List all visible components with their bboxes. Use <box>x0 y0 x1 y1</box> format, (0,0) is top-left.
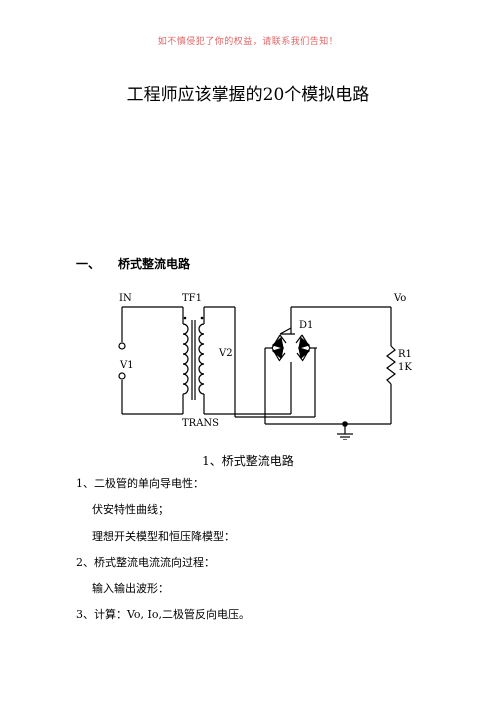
input-source-v1 <box>118 306 183 415</box>
label-tf1: TF1 <box>182 293 202 304</box>
list-subitem: 理想开关模型和恒压降模型： <box>92 530 235 543</box>
label-v2: V2 <box>218 348 233 359</box>
figure-caption: 1、桥式整流电路 <box>202 454 294 468</box>
transformer-tf1 <box>182 307 205 414</box>
bridge-rectifier-circuit-diagram: IN TF1 Vo D1 V1 V2 R1 1K TRANS <box>118 293 412 440</box>
document-title: 工程师应该掌握的20个模拟电路 <box>126 85 370 105</box>
resistor-r1 <box>386 345 396 385</box>
label-r1: R1 <box>398 349 412 360</box>
section-number: 一、 <box>76 257 101 271</box>
ground-symbol <box>337 421 353 440</box>
list-item: 1、二极管的单向导电性： <box>76 477 204 490</box>
list-subitem: 伏安特性曲线； <box>92 503 169 516</box>
section-heading: 一、 桥式整流电路 <box>76 255 190 272</box>
list-item: 2、桥式整流电流流向过程： <box>76 556 215 569</box>
diode-bridge-d1 <box>265 326 317 385</box>
label-in: IN <box>119 293 132 304</box>
section-title: 桥式整流电路 <box>118 257 191 271</box>
label-trans: TRANS <box>182 418 219 429</box>
list-subitem: 输入输出波形： <box>92 582 169 595</box>
label-d1: D1 <box>299 320 313 331</box>
label-vo: Vo <box>393 293 406 304</box>
list-item: 3、计算：Vo, Io,二极管反向电压。 <box>76 608 251 621</box>
label-r1-value: 1K <box>398 362 412 373</box>
header-disclaimer: 如不慎侵犯了你的权益，请联系我们告知！ <box>157 37 339 47</box>
label-v1: V1 <box>119 360 134 371</box>
